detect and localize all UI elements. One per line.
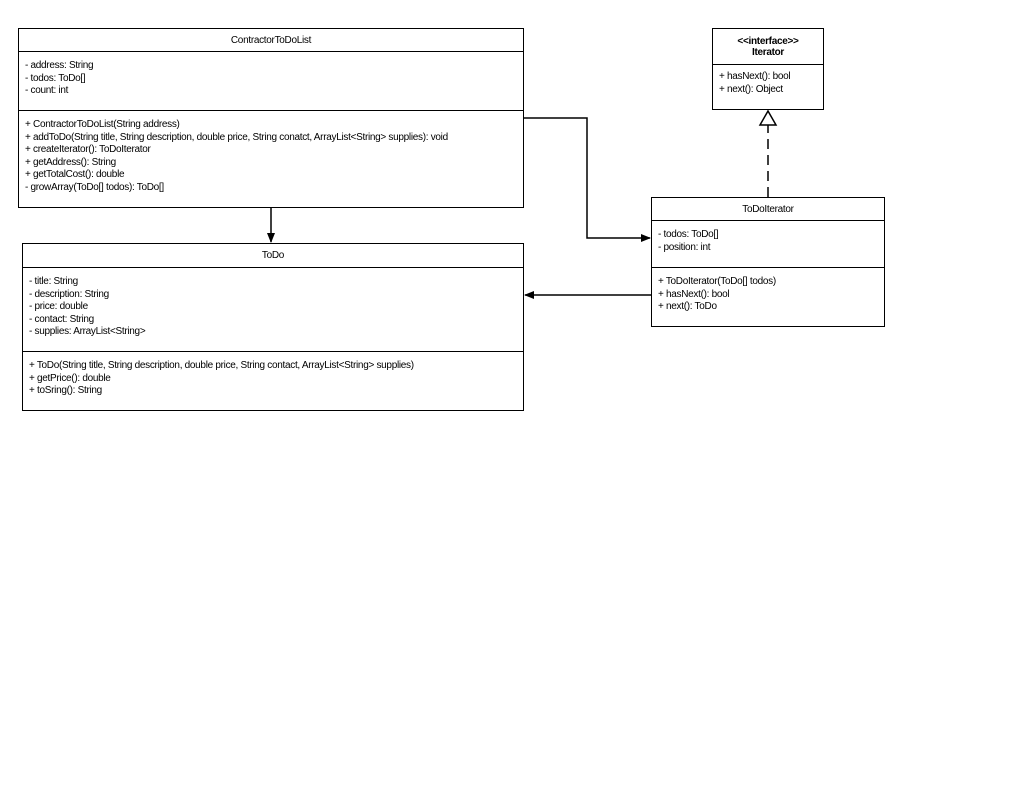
attribute: - position: int (658, 241, 711, 253)
stereotype-label: <<interface>> (737, 35, 799, 47)
method: + next(): Object (719, 83, 783, 95)
class-name: ContractorToDoList (230, 34, 312, 46)
attributes-section: - title: String - description: String - … (23, 268, 523, 352)
interface-iterator[interactable]: <<interface>> Iterator + hasNext(): bool… (712, 28, 824, 110)
attribute: - title: String (29, 276, 78, 287)
class-todo-iterator[interactable]: ToDoIterator - todos: ToDo[] - position:… (651, 197, 885, 327)
attribute: - supplies: ArrayList<String> (29, 326, 146, 337)
method: + getTotalCost(): double (25, 169, 125, 180)
class-name: ToDoIterator (742, 203, 794, 215)
class-name-header: ToDo (23, 244, 523, 268)
method: + getPrice(): double (29, 372, 111, 384)
class-name: Iterator (751, 46, 785, 58)
attribute: - address: String (25, 60, 94, 71)
attribute: - price: double (29, 301, 88, 312)
attribute: - description: String (29, 288, 109, 300)
method: + toSring(): String (29, 385, 102, 396)
class-name: ToDo (261, 250, 285, 261)
class-name-header: ContractorToDoList (19, 29, 523, 52)
method: - growArray(ToDo[] todos): ToDo[] (25, 181, 164, 193)
method: + ToDo(String title, String description,… (29, 360, 414, 371)
methods-section: + ToDo(String title, String description,… (23, 352, 523, 398)
method: + ToDoIterator(ToDo[] todos) (658, 276, 776, 287)
methods-section: + hasNext(): bool + next(): Object (713, 65, 823, 96)
attribute: - todos: ToDo[] (25, 72, 86, 84)
method: + addToDo(String title, String descripti… (25, 131, 448, 143)
attributes-section: - address: String - todos: ToDo[] - coun… (19, 52, 523, 111)
attribute: - contact: String (29, 313, 94, 325)
methods-section: + ToDoIterator(ToDo[] todos) + hasNext()… (652, 268, 884, 314)
method: + getAddress(): String (25, 156, 116, 168)
method: + ContractorToDoList(String address) (25, 119, 180, 130)
attributes-section: - todos: ToDo[] - position: int (652, 221, 884, 268)
realization-hollow-arrowhead (758, 109, 778, 126)
method: + hasNext(): bool (658, 288, 730, 300)
method: + hasNext(): bool (719, 71, 791, 82)
methods-section: + ContractorToDoList(String address) + a… (19, 111, 523, 194)
class-contractor-todo-list[interactable]: ContractorToDoList - address: String - t… (18, 28, 524, 208)
method: + next(): ToDo (658, 301, 717, 312)
class-todo[interactable]: ToDo - title: String - description: Stri… (22, 243, 524, 411)
method: + createIterator(): ToDoIterator (25, 144, 151, 155)
attribute: - todos: ToDo[] (658, 229, 719, 240)
interface-header: <<interface>> Iterator (713, 29, 823, 65)
attribute: - count: int (25, 85, 69, 96)
class-name-header: ToDoIterator (652, 198, 884, 221)
association-arrow-contractor-to-iterator (524, 117, 651, 242)
